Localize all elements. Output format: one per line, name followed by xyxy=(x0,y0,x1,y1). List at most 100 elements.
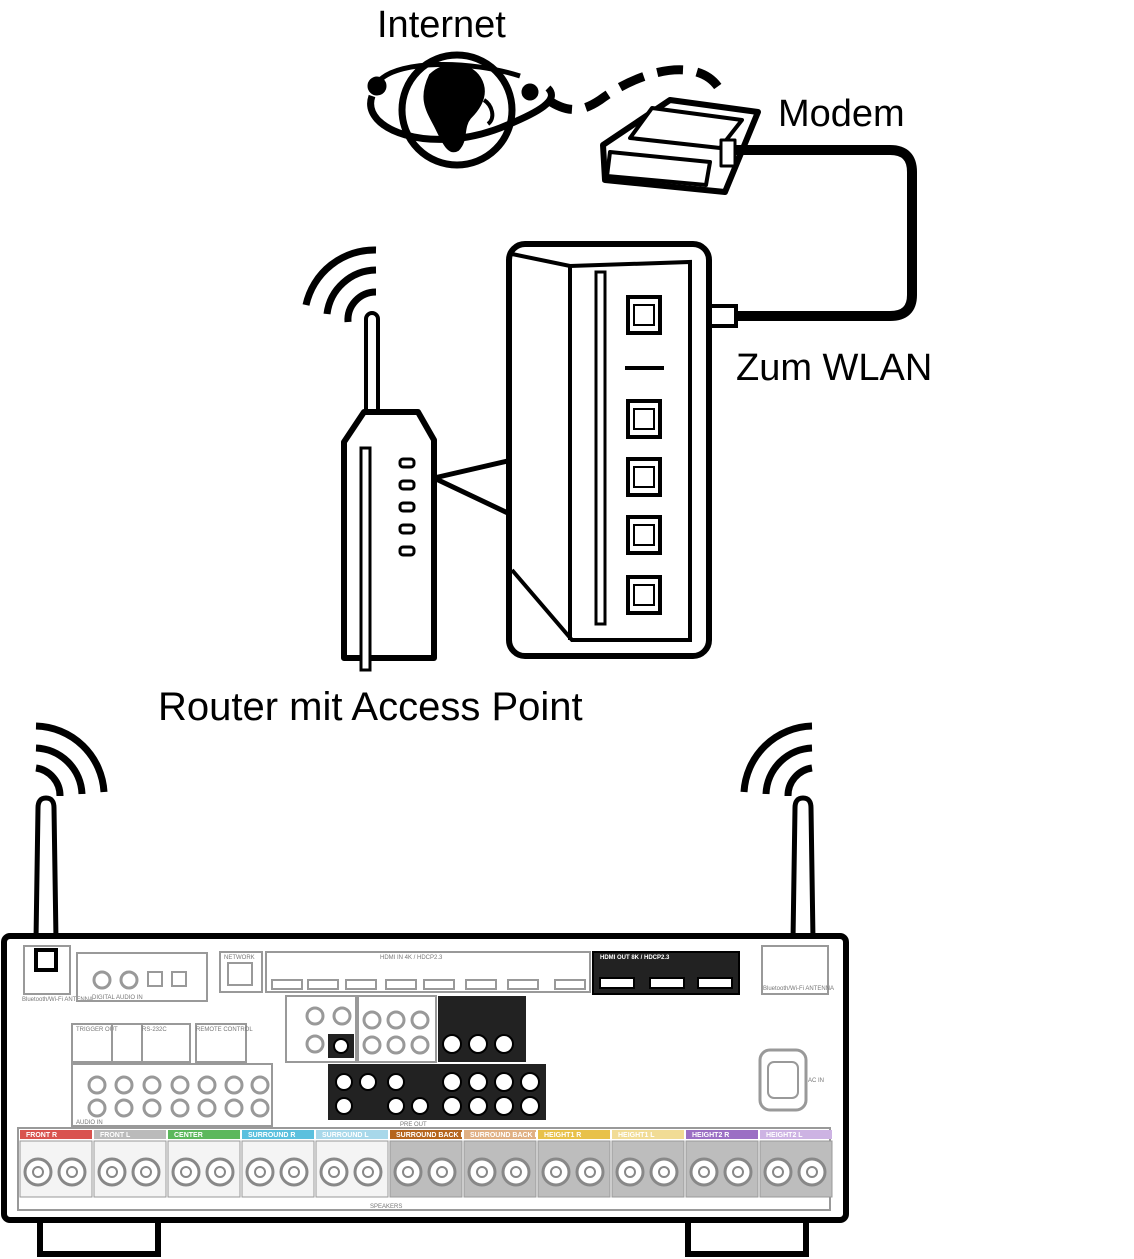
speaker-binding-post-center xyxy=(732,1166,744,1178)
speaker-binding-post-center xyxy=(772,1166,784,1178)
speaker-section: HEIGHT1 R xyxy=(537,1130,611,1198)
internet-label: Internet xyxy=(377,4,506,46)
router-back-panel xyxy=(506,241,712,659)
ac-in-label: AC IN xyxy=(808,1078,824,1084)
speaker-section: CENTER xyxy=(167,1130,241,1198)
speaker-binding-post xyxy=(615,1157,645,1187)
speaker-binding-post-center xyxy=(806,1166,818,1178)
speaker-binding-post-center xyxy=(180,1166,192,1178)
speaker-binding-post xyxy=(353,1157,383,1187)
speaker-binding-post-center xyxy=(510,1166,522,1178)
speaker-section-label: SURROUND BACK L xyxy=(470,1132,540,1139)
speaker-binding-post xyxy=(501,1157,531,1187)
speaker-section: SURROUND BACK L xyxy=(463,1130,540,1198)
speaker-binding-post xyxy=(171,1157,201,1187)
speaker-section: FRONT R xyxy=(19,1130,93,1198)
speaker-binding-post-center xyxy=(254,1166,266,1178)
ethernet-port-icon xyxy=(626,399,662,439)
speaker-binding-post-center xyxy=(106,1166,118,1178)
hdmi-in-header: HDMI IN 4K / HDCP2.3 xyxy=(380,955,443,961)
network-label: NETWORK xyxy=(224,955,255,961)
speaker-binding-post xyxy=(205,1157,235,1187)
modem-icon xyxy=(600,97,761,195)
speaker-section-header xyxy=(316,1130,388,1139)
speaker-section: HEIGHT1 L xyxy=(611,1130,685,1198)
speaker-section-header xyxy=(242,1130,314,1139)
speaker-binding-post-center xyxy=(362,1166,374,1178)
hdmi-out-header: HDMI OUT 8K / HDCP2.3 xyxy=(600,955,670,961)
rs232c-label: RS-232C xyxy=(142,1027,167,1033)
ethernet-port-icon xyxy=(626,295,662,335)
audio-in-label: AUDIO IN xyxy=(76,1120,103,1126)
speaker-section: HEIGHT2 R xyxy=(685,1130,759,1198)
speaker-binding-post xyxy=(279,1157,309,1187)
speaker-terminals: FRONT R FRONT L CENTER SURROUND R SURROUND L… xyxy=(19,1130,833,1198)
av-receiver-rear-panel: Bluetooth/Wi-Fi ANTENNA Bluetooth/Wi-Fi … xyxy=(1,933,849,1257)
speaker-section-label: HEIGHT1 L xyxy=(618,1132,655,1139)
speaker-binding-post xyxy=(57,1157,87,1187)
speaker-section-header xyxy=(390,1130,462,1139)
speaker-binding-post-center xyxy=(658,1166,670,1178)
router-icon xyxy=(302,246,437,672)
ethernet-port-icon xyxy=(626,515,662,555)
speaker-section-label: SURROUND L xyxy=(322,1132,369,1139)
speaker-binding-post-center xyxy=(66,1166,78,1178)
trigger-label: TRIGGER OUT xyxy=(76,1027,118,1033)
speaker-binding-post xyxy=(467,1157,497,1187)
speaker-section-header xyxy=(760,1130,832,1139)
speaker-section-label: CENTER xyxy=(174,1132,203,1139)
globe-icon xyxy=(367,51,555,169)
speaker-binding-post xyxy=(393,1157,423,1187)
speaker-binding-post xyxy=(763,1157,793,1187)
speaker-binding-post xyxy=(245,1157,275,1187)
antenna-right-label: Bluetooth/Wi-Fi ANTENNA xyxy=(763,986,834,992)
speaker-binding-post-center xyxy=(698,1166,710,1178)
speaker-binding-post-center xyxy=(476,1166,488,1178)
ethernet-port-icon xyxy=(626,575,662,615)
router-label: Router mit Access Point xyxy=(158,685,583,729)
internet-link xyxy=(545,65,724,114)
modem-label: Modem xyxy=(778,93,905,135)
router-zoom-callout xyxy=(431,457,515,518)
speaker-binding-post xyxy=(131,1157,161,1187)
speaker-section-label: HEIGHT2 L xyxy=(766,1132,803,1139)
speaker-section-header xyxy=(538,1130,610,1139)
speaker-binding-post xyxy=(97,1157,127,1187)
speaker-section-header xyxy=(612,1130,684,1139)
speaker-section-label: SURROUND R xyxy=(248,1132,295,1139)
speaker-section: SURROUND L xyxy=(315,1130,389,1198)
modem-router-cable xyxy=(735,145,917,321)
speaker-binding-post-center xyxy=(402,1166,414,1178)
speaker-binding-post xyxy=(797,1157,827,1187)
speaker-section-label: FRONT R xyxy=(26,1132,57,1139)
speaker-binding-post xyxy=(723,1157,753,1187)
digital-audio-label: DIGITAL AUDIO IN xyxy=(92,995,143,1001)
remote-control-label: REMOTE CONTROL xyxy=(196,1027,253,1033)
speaker-binding-post-center xyxy=(584,1166,596,1178)
speakers-label: SPEAKERS xyxy=(370,1204,402,1210)
antenna-left-label: Bluetooth/Wi-Fi ANTENNA xyxy=(22,997,93,1003)
speaker-section: FRONT L xyxy=(93,1130,167,1198)
speaker-binding-post xyxy=(319,1157,349,1187)
speaker-binding-post xyxy=(689,1157,719,1187)
speaker-binding-post xyxy=(649,1157,679,1187)
speaker-binding-post-center xyxy=(140,1166,152,1178)
speaker-section-label: SURROUND BACK R xyxy=(396,1132,466,1139)
pre-out-label: PRE OUT xyxy=(400,1122,427,1128)
speaker-binding-post-center xyxy=(624,1166,636,1178)
speaker-binding-post-center xyxy=(32,1166,44,1178)
speaker-binding-post xyxy=(427,1157,457,1187)
speaker-binding-post xyxy=(541,1157,571,1187)
speaker-binding-post xyxy=(23,1157,53,1187)
speaker-binding-post xyxy=(575,1157,605,1187)
wifi-signal-icon xyxy=(35,722,108,797)
speaker-binding-post-center xyxy=(214,1166,226,1178)
antenna-icon xyxy=(33,795,59,943)
speaker-section-label: HEIGHT1 R xyxy=(544,1132,581,1139)
speaker-section-header xyxy=(168,1130,240,1139)
speaker-section: SURROUND R xyxy=(241,1130,315,1198)
to-wlan-label: Zum WLAN xyxy=(736,347,932,389)
audio-in-jacks xyxy=(87,1075,270,1118)
speaker-binding-post-center xyxy=(328,1166,340,1178)
speaker-section-header xyxy=(464,1130,536,1139)
